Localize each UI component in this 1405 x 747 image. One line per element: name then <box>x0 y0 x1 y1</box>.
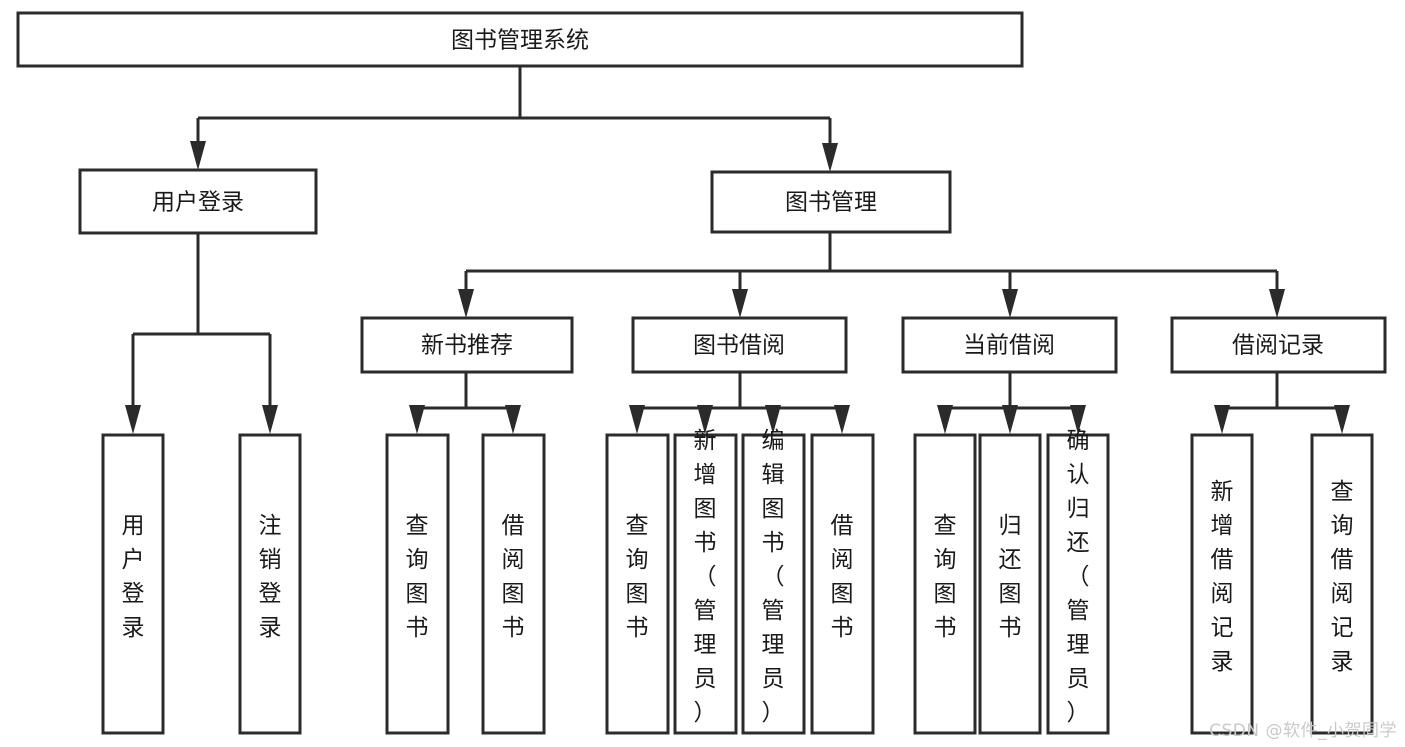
arrow-user-login-to-leaf-0 <box>125 405 141 434</box>
arrow-current-borrow-to-leaf-0 <box>937 405 953 434</box>
arrow-current-borrow-to-leaf-1 <box>1002 405 1018 434</box>
node-root-label: 图书管理系统 <box>451 28 589 54</box>
leaf-new-book-1-box <box>481 433 546 735</box>
node-borrow-record[interactable]: 借阅记录 <box>1170 316 1387 374</box>
leaf-new-book-0-box <box>385 433 450 735</box>
leaf-book-borrow-2-label: 编辑图书（管理员） <box>762 428 785 726</box>
arrow-new-book-to-leaf-1 <box>505 405 521 434</box>
leaf-borrow-record-0[interactable]: 新增借阅记录 <box>1190 433 1254 735</box>
node-new-book-recommend[interactable]: 新书推荐 <box>360 316 574 374</box>
node-borrow-record-label: 借阅记录 <box>1232 333 1324 359</box>
leaf-borrow-record-0-label: 新增借阅记录 <box>1211 479 1234 675</box>
arrow-borrow-record-to-leaf-1 <box>1334 405 1350 434</box>
leaf-current-borrow-1-box <box>978 433 1042 735</box>
leaf-current-borrow-2[interactable]: 确认归还（管理员） <box>1046 428 1110 735</box>
node-borrow-record-box <box>1170 316 1387 374</box>
arrow-user-login-to-leaf-1 <box>262 405 278 434</box>
leaf-current-borrow-0-label: 查询图书 <box>934 513 957 641</box>
leaf-user-login-0-label: 用户登录 <box>122 513 145 641</box>
arrow-current-borrow-to-leaf-2 <box>1070 405 1086 434</box>
arrow-book-mgmt-to-l2-3 <box>1269 289 1285 318</box>
leaf-book-borrow-1[interactable]: 新增图书（管理员） <box>673 428 738 735</box>
leaf-user-login-0[interactable]: 用户登录 <box>101 433 165 735</box>
leaf-new-book-0[interactable]: 查询图书 <box>385 433 450 735</box>
arrow-book-mgmt-to-l2-1 <box>732 289 748 318</box>
leaf-current-borrow-0[interactable]: 查询图书 <box>913 433 977 735</box>
leaf-user-login-1-label: 注销登录 <box>259 513 282 641</box>
leaf-current-borrow-1-label: 归还图书 <box>999 513 1022 641</box>
node-current-borrow-label: 当前借阅 <box>963 333 1055 359</box>
node-current-borrow[interactable]: 当前借阅 <box>901 316 1118 374</box>
node-user-login-box <box>78 168 318 235</box>
arrow-book-borrow-to-leaf-2 <box>765 405 781 434</box>
node-root-system[interactable]: 图书管理系统 <box>16 11 1024 68</box>
node-root-box <box>16 11 1024 68</box>
leaf-new-book-0-label: 查询图书 <box>406 513 429 641</box>
leaf-book-borrow-3-box <box>810 433 875 735</box>
arrow-root-to-book-mgmt <box>822 143 838 172</box>
leaf-user-login-0-box <box>101 433 165 735</box>
leaf-new-book-1-label: 借阅图书 <box>502 513 525 641</box>
csdn-watermark: CSDN @软件_小贺同学 <box>1209 721 1397 741</box>
arrow-book-borrow-to-leaf-0 <box>629 405 645 434</box>
arrow-new-book-to-leaf-0 <box>409 405 425 434</box>
arrow-book-mgmt-to-l2-2 <box>1002 289 1018 318</box>
node-new-book-recommend-label: 新书推荐 <box>421 333 513 359</box>
leaf-book-borrow-3-label: 借阅图书 <box>831 513 854 641</box>
leaf-book-borrow-2[interactable]: 编辑图书（管理员） <box>741 428 806 735</box>
leaf-current-borrow-2-label: 确认归还（管理员） <box>1067 428 1090 726</box>
arrow-book-mgmt-to-l2-0 <box>458 289 474 318</box>
node-current-borrow-box <box>901 316 1118 374</box>
leaf-user-login-1[interactable]: 注销登录 <box>238 433 302 735</box>
arrow-borrow-record-to-leaf-0 <box>1214 405 1230 434</box>
leaf-borrow-record-1[interactable]: 查询借阅记录 <box>1310 433 1374 735</box>
node-book-borrow[interactable]: 图书借阅 <box>631 316 848 374</box>
leaf-current-borrow-2-box <box>1046 433 1110 735</box>
leaf-new-book-1[interactable]: 借阅图书 <box>481 433 546 735</box>
arrow-book-borrow-to-leaf-1 <box>697 405 713 434</box>
node-book-borrow-box <box>631 316 848 374</box>
leaf-borrow-record-1-label: 查询借阅记录 <box>1331 479 1354 675</box>
arrow-book-borrow-to-leaf-3 <box>834 405 850 434</box>
arrow-root-to-user-login <box>190 141 206 170</box>
node-user-login[interactable]: 用户登录 <box>78 168 318 235</box>
leaf-user-login-1-box <box>238 433 302 735</box>
node-book-management-box <box>710 170 952 234</box>
node-book-borrow-label: 图书借阅 <box>693 333 785 359</box>
node-user-login-label: 用户登录 <box>152 190 244 216</box>
leaf-book-borrow-2-box <box>741 433 806 735</box>
node-book-management-label: 图书管理 <box>785 190 877 216</box>
leaf-current-borrow-0-box <box>913 433 977 735</box>
leaf-book-borrow-0[interactable]: 查询图书 <box>605 433 670 735</box>
leaf-book-borrow-1-label: 新增图书（管理员） <box>694 428 717 726</box>
edges-layer <box>125 66 1350 434</box>
leaf-book-borrow-0-label: 查询图书 <box>626 513 649 641</box>
leaf-borrow-record-1-box <box>1310 433 1374 735</box>
leaf-book-borrow-3[interactable]: 借阅图书 <box>810 433 875 735</box>
node-new-book-recommend-box <box>360 316 574 374</box>
node-book-management[interactable]: 图书管理 <box>710 170 952 234</box>
leaf-book-borrow-1-box <box>673 433 738 735</box>
leaf-borrow-record-0-box <box>1190 433 1254 735</box>
leaf-current-borrow-1[interactable]: 归还图书 <box>978 433 1042 735</box>
leaf-book-borrow-0-box <box>605 433 670 735</box>
